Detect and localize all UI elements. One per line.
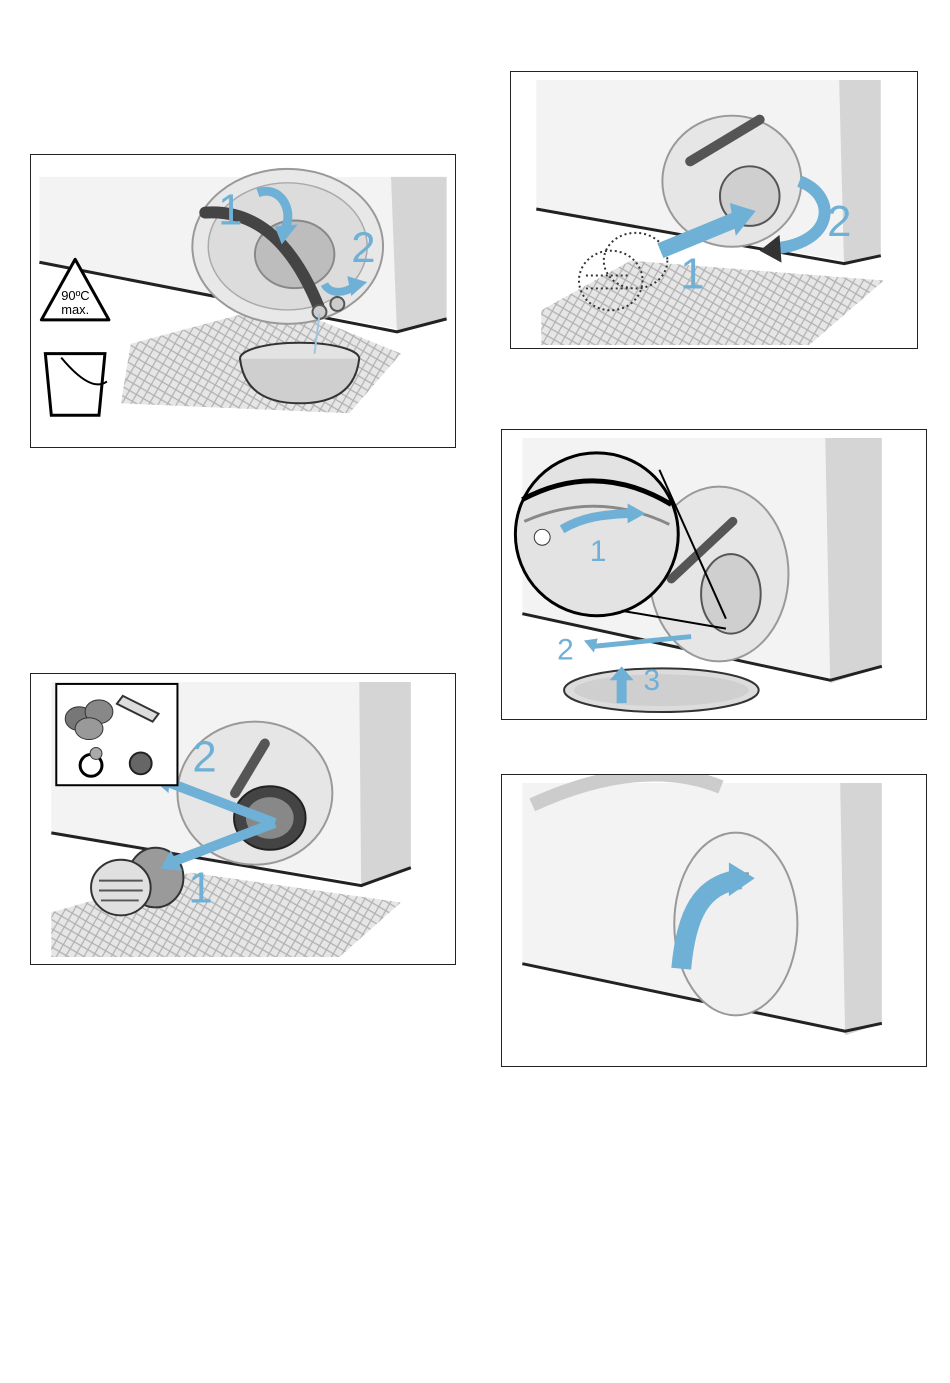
step-number: 2	[351, 223, 375, 272]
step-number: 1	[218, 186, 242, 235]
panel-close-flap	[501, 774, 927, 1067]
machine-side	[840, 783, 882, 1035]
step-number: 1	[188, 863, 212, 912]
pump-filter	[701, 554, 761, 633]
illustration-remove-filter: 1 2	[31, 674, 455, 964]
warning-label: max.	[61, 302, 89, 317]
illustration-drain-water: 1 2 90ºC max.	[31, 155, 455, 447]
machine-side	[825, 438, 882, 683]
panel-insert-filter: 1 2	[510, 71, 918, 349]
illustration-attach-cover: 1 2 3	[502, 430, 926, 719]
warning-temp: 90ºC	[61, 288, 89, 303]
step-number: 1	[680, 249, 704, 298]
machine-side	[391, 177, 447, 334]
step-number: 2	[827, 197, 851, 246]
panel-drain-water: 1 2 90ºC max.	[30, 154, 456, 448]
step-number: 3	[643, 664, 660, 697]
step-number: 2	[192, 732, 216, 781]
panel-attach-cover: 1 2 3	[501, 429, 927, 720]
foreign-objects-inset	[56, 684, 177, 785]
bucket-icon	[45, 354, 107, 416]
illustration-close-flap	[502, 775, 926, 1066]
panel-remove-filter: 1 2	[30, 673, 456, 965]
step-number: 2	[557, 633, 574, 666]
machine-side	[359, 682, 411, 888]
illustration-insert-filter: 1 2	[511, 72, 917, 348]
floor-mat	[541, 261, 884, 345]
step-number: 1	[590, 535, 607, 568]
